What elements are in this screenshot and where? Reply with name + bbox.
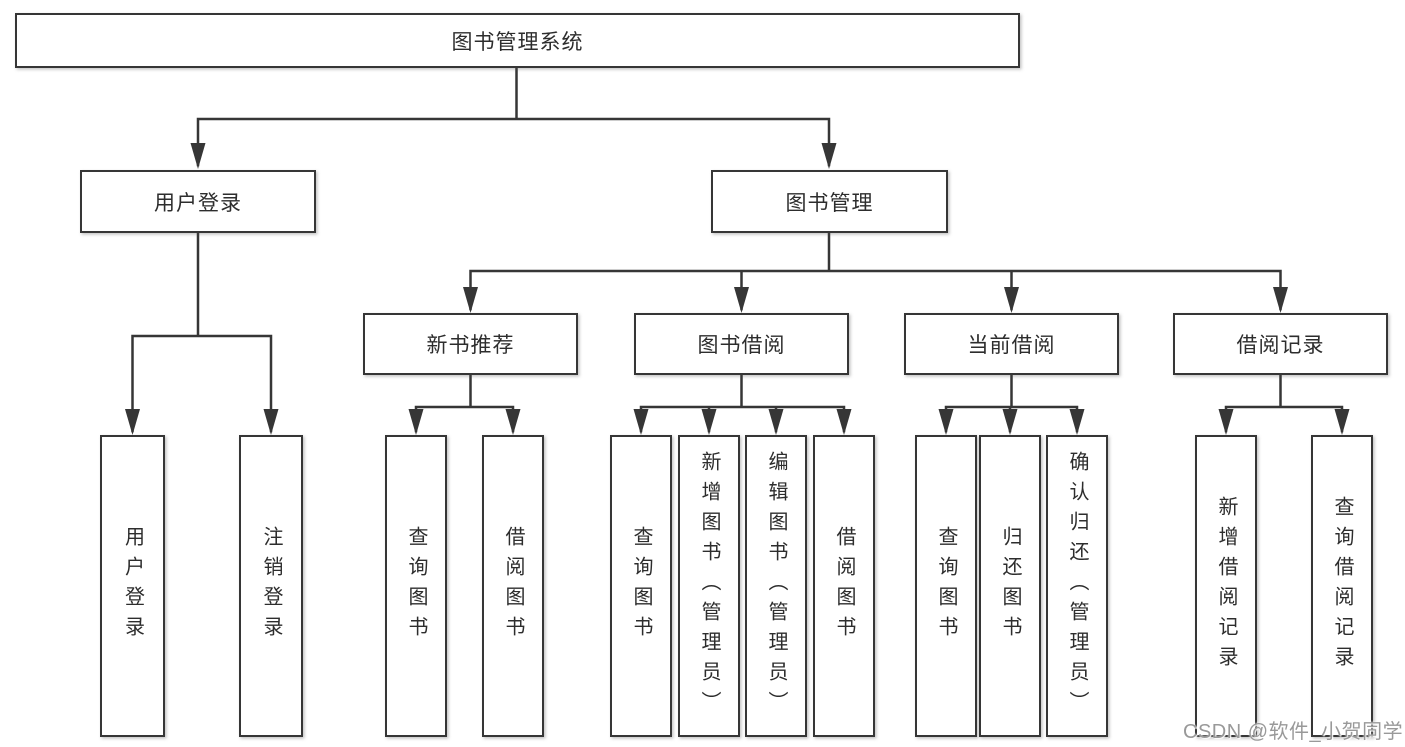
arrowhead: [190, 143, 206, 169]
leaf-logout: 注销登录: [239, 435, 303, 737]
arrowhead: [821, 143, 837, 169]
node-label: 归还图书: [999, 526, 1021, 646]
node-book-management: 图书管理: [711, 170, 948, 233]
arrowhead: [701, 409, 717, 435]
arrowhead: [1002, 409, 1018, 435]
node-label: 查询借阅记录: [1331, 496, 1353, 676]
arrowhead: [633, 409, 649, 435]
node-label: 借阅图书: [833, 526, 855, 646]
arrowhead: [1218, 409, 1234, 435]
node-label: 图书管理: [785, 191, 874, 215]
arrowhead: [1334, 409, 1350, 435]
node-label: 注销登录: [260, 526, 282, 646]
leaf-return-books: 归还图书: [979, 435, 1041, 737]
node-label: 图书借阅: [697, 334, 786, 357]
arrowhead: [463, 287, 478, 313]
edge-userlogin-to-leaves: [131, 231, 273, 433]
arrowhead: [938, 409, 954, 435]
node-borrowing-records: 借阅记录: [1173, 313, 1388, 375]
arrowhead: [1069, 409, 1085, 435]
node-label: 新书推荐: [426, 334, 515, 357]
arrowhead: [408, 409, 424, 435]
arrowheads: [125, 143, 1350, 435]
node-label: 查询图书: [405, 526, 427, 646]
node-label: 查询图书: [935, 526, 957, 646]
node-label: 新增图书（管理员）: [698, 451, 720, 721]
arrowhead: [125, 409, 140, 435]
csdn-watermark: CSDN @软件_小贺同学: [1183, 721, 1404, 743]
arrowhead: [1273, 287, 1288, 313]
node-library-management-system: 图书管理系统: [15, 13, 1020, 68]
edge-newrec-to-leaves: [414, 373, 515, 433]
arrowhead: [505, 409, 521, 435]
leaf-confirm-return-admin: 确认归还（管理员）: [1046, 435, 1108, 737]
node-user-login: 用户登录: [80, 170, 316, 233]
node-label: 借阅图书: [502, 526, 524, 646]
node-label: 查询图书: [630, 526, 652, 646]
arrowhead: [734, 287, 749, 313]
edge-bookborrow-to-leaves: [639, 373, 846, 433]
node-label: 编辑图书（管理员）: [765, 451, 787, 721]
leaf-add-borrow-record: 新增借阅记录: [1195, 435, 1257, 737]
arrowhead: [768, 409, 784, 435]
edge-bookmgmt-to-level2: [469, 231, 1282, 311]
leaf-borrow-books: 借阅图书: [813, 435, 875, 737]
leaf-query-books: 查询图书: [385, 435, 447, 737]
edge-root-to-level1: [196, 66, 831, 167]
leaf-query-borrow-record: 查询借阅记录: [1311, 435, 1373, 737]
leaf-user-login: 用户登录: [100, 435, 165, 737]
node-new-book-recommendation: 新书推荐: [363, 313, 578, 375]
node-label: 确认归还（管理员）: [1066, 451, 1088, 721]
leaf-borrow-books: 借阅图书: [482, 435, 544, 737]
node-label: 用户登录: [154, 191, 242, 215]
arrowhead: [1004, 287, 1019, 313]
node-book-borrowing: 图书借阅: [634, 313, 849, 375]
arrowhead: [263, 409, 279, 435]
leaf-add-books-admin: 新增图书（管理员）: [678, 435, 740, 737]
node-label: 图书管理系统: [451, 30, 584, 54]
arrowhead: [836, 409, 852, 435]
leaf-query-books: 查询图书: [915, 435, 977, 737]
edge-records-to-leaves: [1224, 373, 1344, 433]
node-label: 借阅记录: [1236, 334, 1325, 357]
leaf-edit-books-admin: 编辑图书（管理员）: [745, 435, 807, 737]
node-label: 新增借阅记录: [1215, 496, 1237, 676]
node-current-borrowing: 当前借阅: [904, 313, 1119, 375]
node-label: 当前借阅: [967, 334, 1056, 357]
leaf-query-books: 查询图书: [610, 435, 672, 737]
node-label: 用户登录: [121, 526, 144, 646]
